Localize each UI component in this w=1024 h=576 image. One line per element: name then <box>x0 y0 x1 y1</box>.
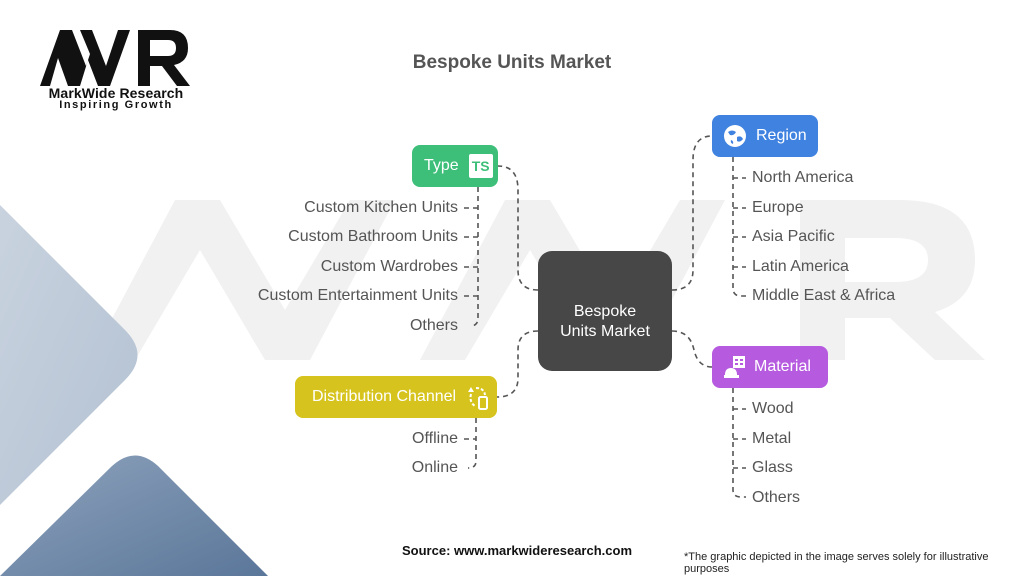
ts-badge-icon: TS <box>468 154 493 178</box>
disclaimer-note: *The graphic depicted in the image serve… <box>684 551 989 575</box>
brand-name: MarkWide Research <box>48 85 184 101</box>
distribution-item: Online <box>411 459 458 476</box>
type-item: Custom Kitchen Units <box>304 199 458 216</box>
region-item: Latin America <box>752 258 849 275</box>
channel-cycle-icon <box>468 387 489 410</box>
type-item: Custom Bathroom Units <box>288 228 458 245</box>
diagram-title: Bespoke Units Market <box>412 52 612 73</box>
category-distribution-label: Distribution Channel <box>312 388 457 405</box>
distribution-item: Offline <box>412 430 458 447</box>
category-region: Region <box>712 115 818 157</box>
central-node-line2: Units Market <box>560 323 650 340</box>
central-node-line1: Bespoke <box>573 303 637 320</box>
central-node: Bespoke Units Market <box>538 251 672 371</box>
globe-icon <box>724 125 746 147</box>
category-material-label: Material <box>754 358 811 375</box>
construction-materials-icon <box>724 356 745 378</box>
region-item: Europe <box>752 199 804 216</box>
material-item: Wood <box>752 400 794 417</box>
category-type: Type TS <box>412 145 498 187</box>
brand-logo-icon <box>40 30 190 86</box>
material-item: Others <box>752 489 801 506</box>
type-item: Custom Entertainment Units <box>257 287 458 304</box>
type-item: Others <box>409 317 458 334</box>
decor-shape-dark <box>0 455 268 576</box>
category-distribution-channel: Distribution Channel <box>295 376 497 418</box>
category-type-label: Type <box>424 157 459 174</box>
brand-tagline: Inspiring Growth <box>59 99 173 111</box>
material-item: Metal <box>752 430 792 447</box>
region-item: Middle East & Africa <box>752 287 896 304</box>
type-item: Custom Wardrobes <box>320 258 458 275</box>
source-text: Source: www.markwideresearch.com <box>402 543 633 558</box>
region-item: Asia Pacific <box>752 228 835 245</box>
category-region-label: Region <box>756 127 807 144</box>
region-item: North America <box>752 169 854 186</box>
category-material: Material <box>712 346 828 388</box>
decor-shape-light <box>0 205 138 505</box>
material-item: Glass <box>752 459 793 476</box>
